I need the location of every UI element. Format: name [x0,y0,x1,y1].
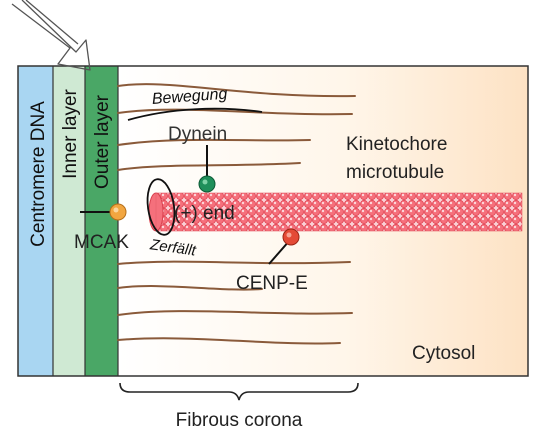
centromere-dna-label: Centromere DNA [28,101,49,247]
centromere-dna-layer [18,66,53,376]
svg-text:Bewegung: Bewegung [151,86,228,108]
inner-layer [53,66,85,376]
handwritten-zerfaellt: Zerfällt [148,236,198,259]
hand-drawn-arrow [11,0,91,71]
cytosol-label: Cytosol [412,343,475,364]
kinetochore-label-line2: microtubule [346,162,444,183]
outer-layer-label: Outer layer [92,94,113,189]
cenp-e-protein [268,228,300,265]
handwritten-bewegung: Bewegung [127,86,263,121]
corona-fibers [117,83,356,345]
outer-layer [85,66,118,376]
fibrous-corona-label: Fibrous corona [176,410,303,431]
fibrous-corona-bracket [119,382,359,401]
mcak-label: MCAK [74,232,129,253]
plus-end-label: (+) end [174,203,235,224]
kinetochore-label-line1: Kinetochore [346,134,447,155]
dynein-motor [198,145,216,193]
diagram-border [17,65,529,377]
handwritten-circle [146,178,176,236]
mcak-protein [80,203,127,221]
svg-text:Zerfällt: Zerfällt [148,236,198,259]
dynein-label: Dynein [168,124,227,145]
inner-layer-label: Inner layer [60,88,81,178]
cenp-e-label: CENP-E [236,273,308,294]
kinetochore-microtubule [148,192,523,232]
